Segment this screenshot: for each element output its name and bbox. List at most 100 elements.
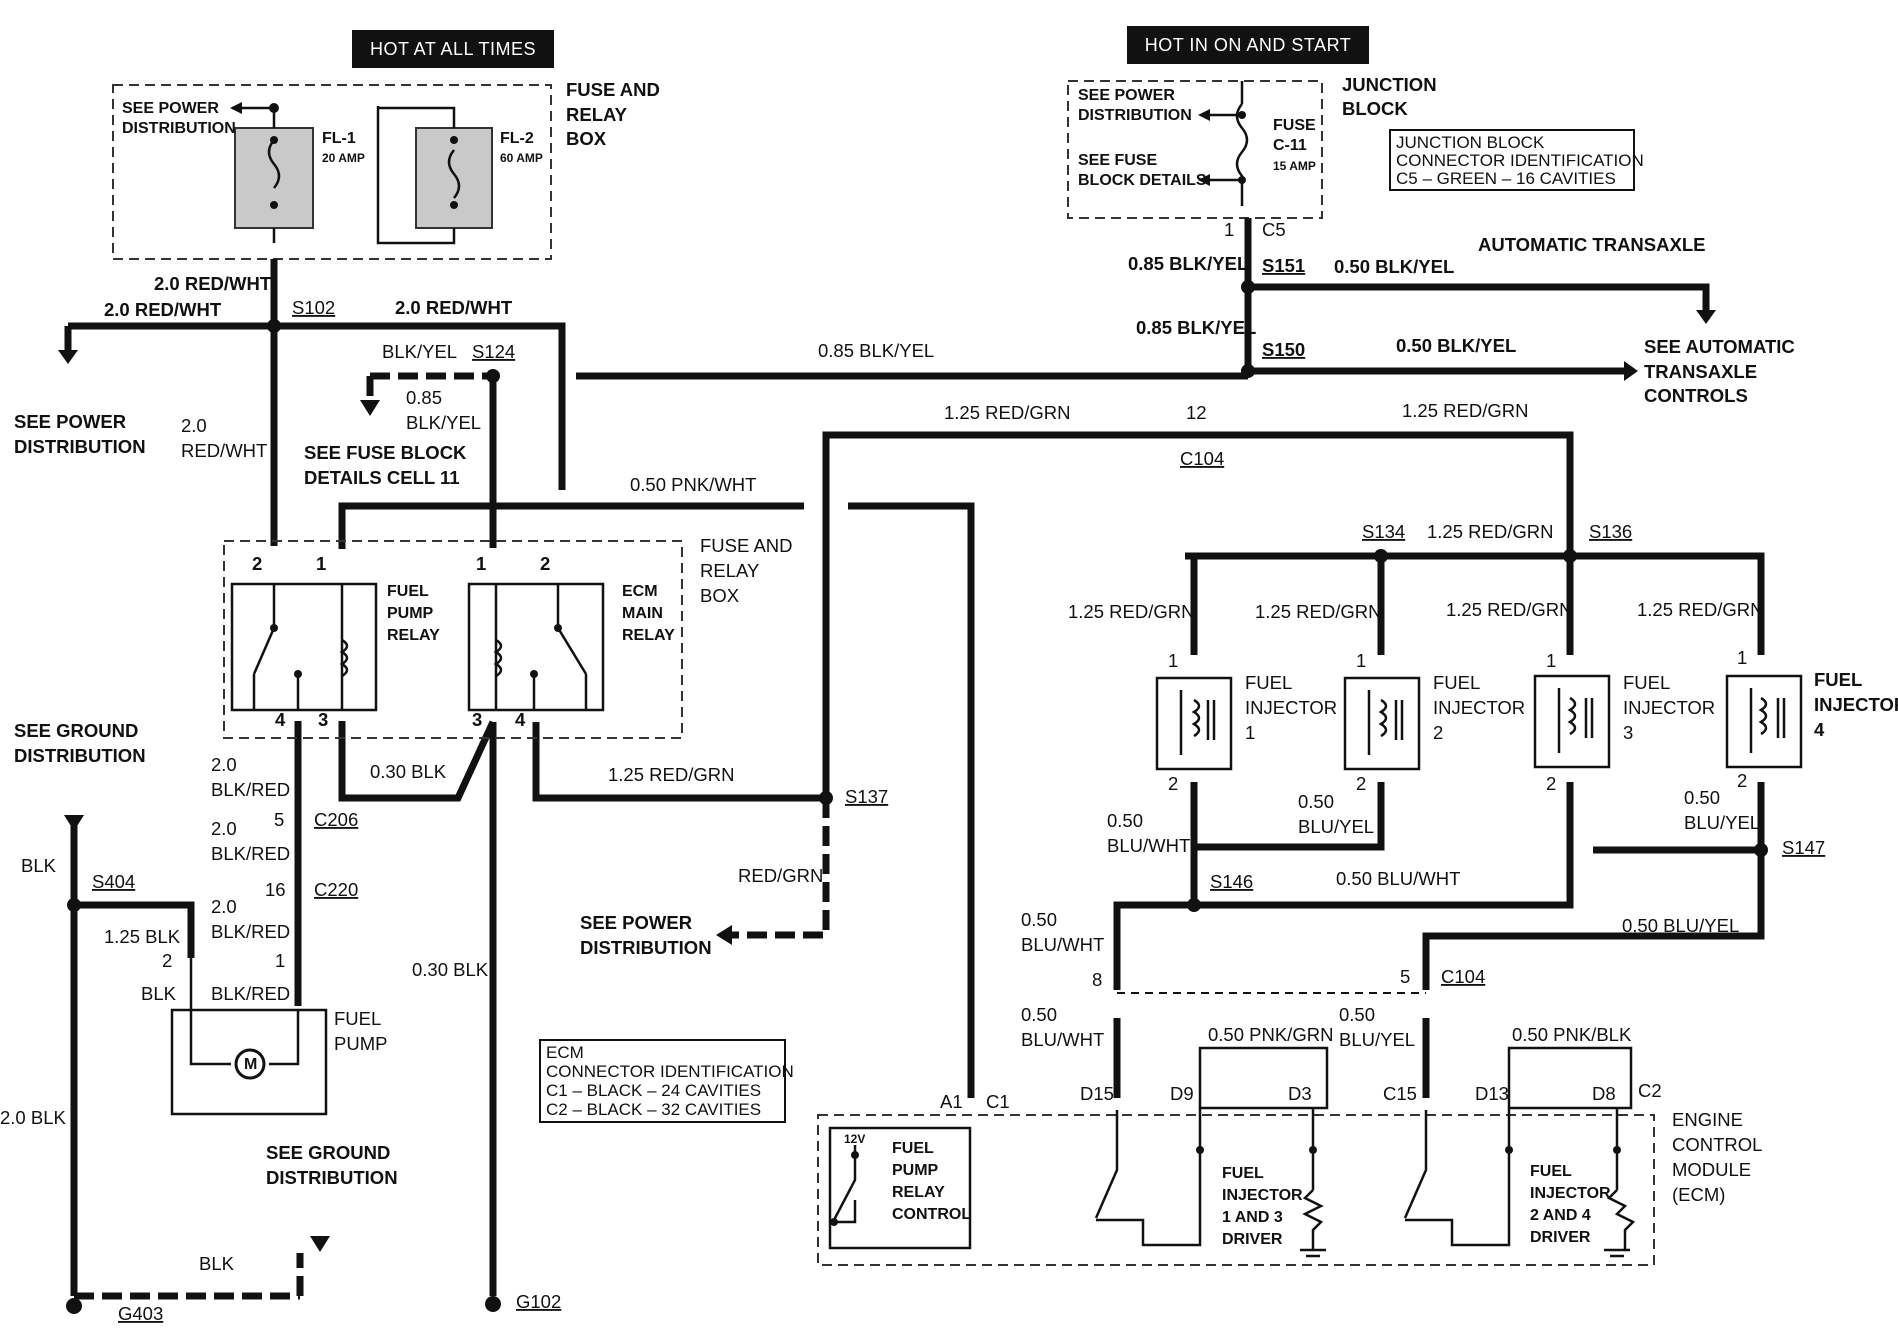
svg-text:BLK: BLK — [141, 983, 177, 1004]
svg-text:0.50 BLK/YEL: 0.50 BLK/YEL — [1334, 256, 1454, 277]
ecm-connector-id: ECM CONNECTOR IDENTIFICATION C1 – BLACK … — [539, 1039, 794, 1123]
svg-text:RELAY: RELAY — [622, 627, 675, 644]
header-hot-in-on-and-start: HOT IN ON AND START — [1127, 26, 1369, 64]
svg-text:S134: S134 — [1362, 521, 1405, 542]
svg-text:BLU/YEL: BLU/YEL — [1298, 816, 1374, 837]
svg-text:S146: S146 — [1210, 871, 1253, 892]
svg-text:DETAILS CELL 11: DETAILS CELL 11 — [304, 467, 460, 488]
svg-text:2: 2 — [1356, 773, 1366, 794]
svg-text:FUEL: FUEL — [1623, 672, 1670, 693]
svg-text:FUEL: FUEL — [387, 583, 429, 600]
svg-text:BOX: BOX — [700, 585, 739, 606]
svg-text:2.0: 2.0 — [211, 754, 237, 775]
fuel-injector-1: 1 2 FUEL INJECTOR 1 — [1155, 650, 1337, 794]
svg-text:2 AND 4: 2 AND 4 — [1530, 1207, 1591, 1224]
svg-text:S404: S404 — [92, 871, 135, 892]
svg-text:INJECTOR: INJECTOR — [1222, 1187, 1303, 1204]
motor-icon — [234, 1048, 266, 1080]
svg-text:SEE POWER: SEE POWER — [1078, 87, 1175, 104]
fl2-label: FL-2 — [500, 130, 534, 147]
svg-text:RELAY: RELAY — [566, 104, 628, 125]
junction-block-connector-id: JUNCTION BLOCK CONNECTOR IDENTIFICATION … — [1389, 129, 1644, 191]
svg-text:4: 4 — [275, 709, 286, 730]
svg-text:FUSE AND: FUSE AND — [700, 535, 793, 556]
svg-text:1.25 RED/GRN: 1.25 RED/GRN — [944, 402, 1070, 423]
svg-text:2: 2 — [1168, 773, 1178, 794]
svg-text:DISTRIBUTION: DISTRIBUTION — [122, 120, 236, 137]
junction-block: SEE POWER DISTRIBUTION SEE FUSE BLOCK DE… — [1067, 74, 1644, 240]
svg-text:BLK/RED: BLK/RED — [211, 921, 290, 942]
ecm-main-relay — [467, 582, 605, 712]
svg-text:5: 5 — [274, 809, 284, 830]
svg-text:SEE AUTOMATIC: SEE AUTOMATIC — [1644, 336, 1795, 357]
svg-text:C-11: C-11 — [1273, 137, 1307, 154]
svg-text:CONTROLS: CONTROLS — [1644, 385, 1748, 406]
svg-text:60 AMP: 60 AMP — [500, 151, 543, 165]
svg-text:SEE POWER: SEE POWER — [580, 912, 692, 933]
svg-text:3: 3 — [318, 709, 328, 730]
svg-text:G102: G102 — [516, 1291, 561, 1312]
svg-text:FUEL: FUEL — [892, 1140, 934, 1157]
fuel-injector-3: 1 2 FUEL INJECTOR 3 — [1533, 650, 1715, 794]
svg-text:BLK/RED: BLK/RED — [211, 983, 290, 1004]
svg-text:3: 3 — [1623, 722, 1633, 743]
svg-text:JUNCTION BLOCK: JUNCTION BLOCK — [1396, 133, 1545, 152]
svg-text:RELAY: RELAY — [387, 627, 440, 644]
svg-text:S137: S137 — [845, 786, 888, 807]
svg-text:BLU/YEL: BLU/YEL — [1339, 1029, 1415, 1050]
svg-text:S136: S136 — [1589, 521, 1632, 542]
svg-text:SEE POWER: SEE POWER — [14, 411, 126, 432]
reference-notes: SEE POWER DISTRIBUTION SEE FUSE BLOCK DE… — [14, 411, 712, 1188]
svg-text:1: 1 — [1224, 219, 1234, 240]
fuel-injector-2: 1 2 FUEL INJECTOR 2 — [1343, 650, 1525, 794]
svg-text:0.50 BLU/WHT: 0.50 BLU/WHT — [1336, 868, 1460, 889]
svg-text:RED/WHT: RED/WHT — [181, 440, 267, 461]
svg-text:D15: D15 — [1080, 1083, 1114, 1104]
svg-text:BLU/WHT: BLU/WHT — [1021, 934, 1104, 955]
svg-text:2: 2 — [1737, 770, 1747, 791]
svg-text:0.50 BLK/YEL: 0.50 BLK/YEL — [1396, 335, 1516, 356]
svg-text:DRIVER: DRIVER — [1222, 1231, 1283, 1248]
svg-text:D9: D9 — [1170, 1083, 1194, 1104]
svg-text:2.0 RED/WHT: 2.0 RED/WHT — [154, 273, 272, 294]
svg-text:DISTRIBUTION: DISTRIBUTION — [1078, 107, 1192, 124]
svg-text:D3: D3 — [1288, 1083, 1312, 1104]
splice-labels: S102 S124 S151 S150 S134 S136 S137 S146 … — [92, 255, 1825, 1324]
svg-text:1: 1 — [1356, 650, 1366, 671]
svg-text:FUSE: FUSE — [1273, 117, 1316, 134]
svg-text:PUMP: PUMP — [334, 1033, 387, 1054]
svg-text:C15: C15 — [1383, 1083, 1417, 1104]
svg-text:C5 – GREEN – 16 CAVITIES: C5 – GREEN – 16 CAVITIES — [1396, 169, 1616, 188]
wires-solid — [58, 218, 1765, 1296]
svg-text:1.25 RED/GRN: 1.25 RED/GRN — [1255, 601, 1381, 622]
svg-text:1.25 RED/GRN: 1.25 RED/GRN — [1637, 599, 1763, 620]
svg-text:0.50 BLU/YEL: 0.50 BLU/YEL — [1622, 915, 1739, 936]
svg-text:DISTRIBUTION: DISTRIBUTION — [580, 937, 712, 958]
fuse-fl2 — [415, 127, 493, 229]
svg-text:C2: C2 — [1638, 1080, 1662, 1101]
wires-dashed — [64, 372, 830, 1300]
svg-text:8: 8 — [1092, 969, 1102, 990]
svg-text:BLOCK DETAILS: BLOCK DETAILS — [1078, 172, 1207, 189]
svg-text:0.85 BLK/YEL: 0.85 BLK/YEL — [818, 340, 934, 361]
svg-text:0.50: 0.50 — [1339, 1004, 1375, 1025]
svg-text:PUMP: PUMP — [387, 605, 434, 622]
svg-text:BLK/YEL: BLK/YEL — [382, 341, 457, 362]
engine-control-module: 12V FUEL PUMP RELAY CONTROL FUEL INJECTO… — [817, 1046, 1762, 1266]
svg-text:DISTRIBUTION: DISTRIBUTION — [14, 745, 146, 766]
svg-text:RED/GRN: RED/GRN — [738, 865, 823, 886]
svg-text:BLK/RED: BLK/RED — [211, 779, 290, 800]
svg-text:CONTROL: CONTROL — [1672, 1134, 1762, 1155]
svg-text:1.25 RED/GRN: 1.25 RED/GRN — [1427, 521, 1553, 542]
svg-text:0.85 BLK/YEL: 0.85 BLK/YEL — [1136, 317, 1256, 338]
svg-text:G403: G403 — [118, 1303, 163, 1324]
svg-text:JUNCTION: JUNCTION — [1342, 74, 1437, 95]
svg-text:FUEL: FUEL — [1245, 672, 1292, 693]
svg-text:C5: C5 — [1262, 219, 1286, 240]
svg-text:16: 16 — [265, 879, 286, 900]
svg-text:HOT AT ALL TIMES: HOT AT ALL TIMES — [370, 39, 536, 59]
svg-text:C1 – BLACK – 24 CAVITIES: C1 – BLACK – 24 CAVITIES — [546, 1081, 761, 1100]
svg-text:S151: S151 — [1262, 255, 1305, 276]
svg-text:BLK: BLK — [199, 1253, 235, 1274]
svg-text:(ECM): (ECM) — [1672, 1184, 1725, 1205]
